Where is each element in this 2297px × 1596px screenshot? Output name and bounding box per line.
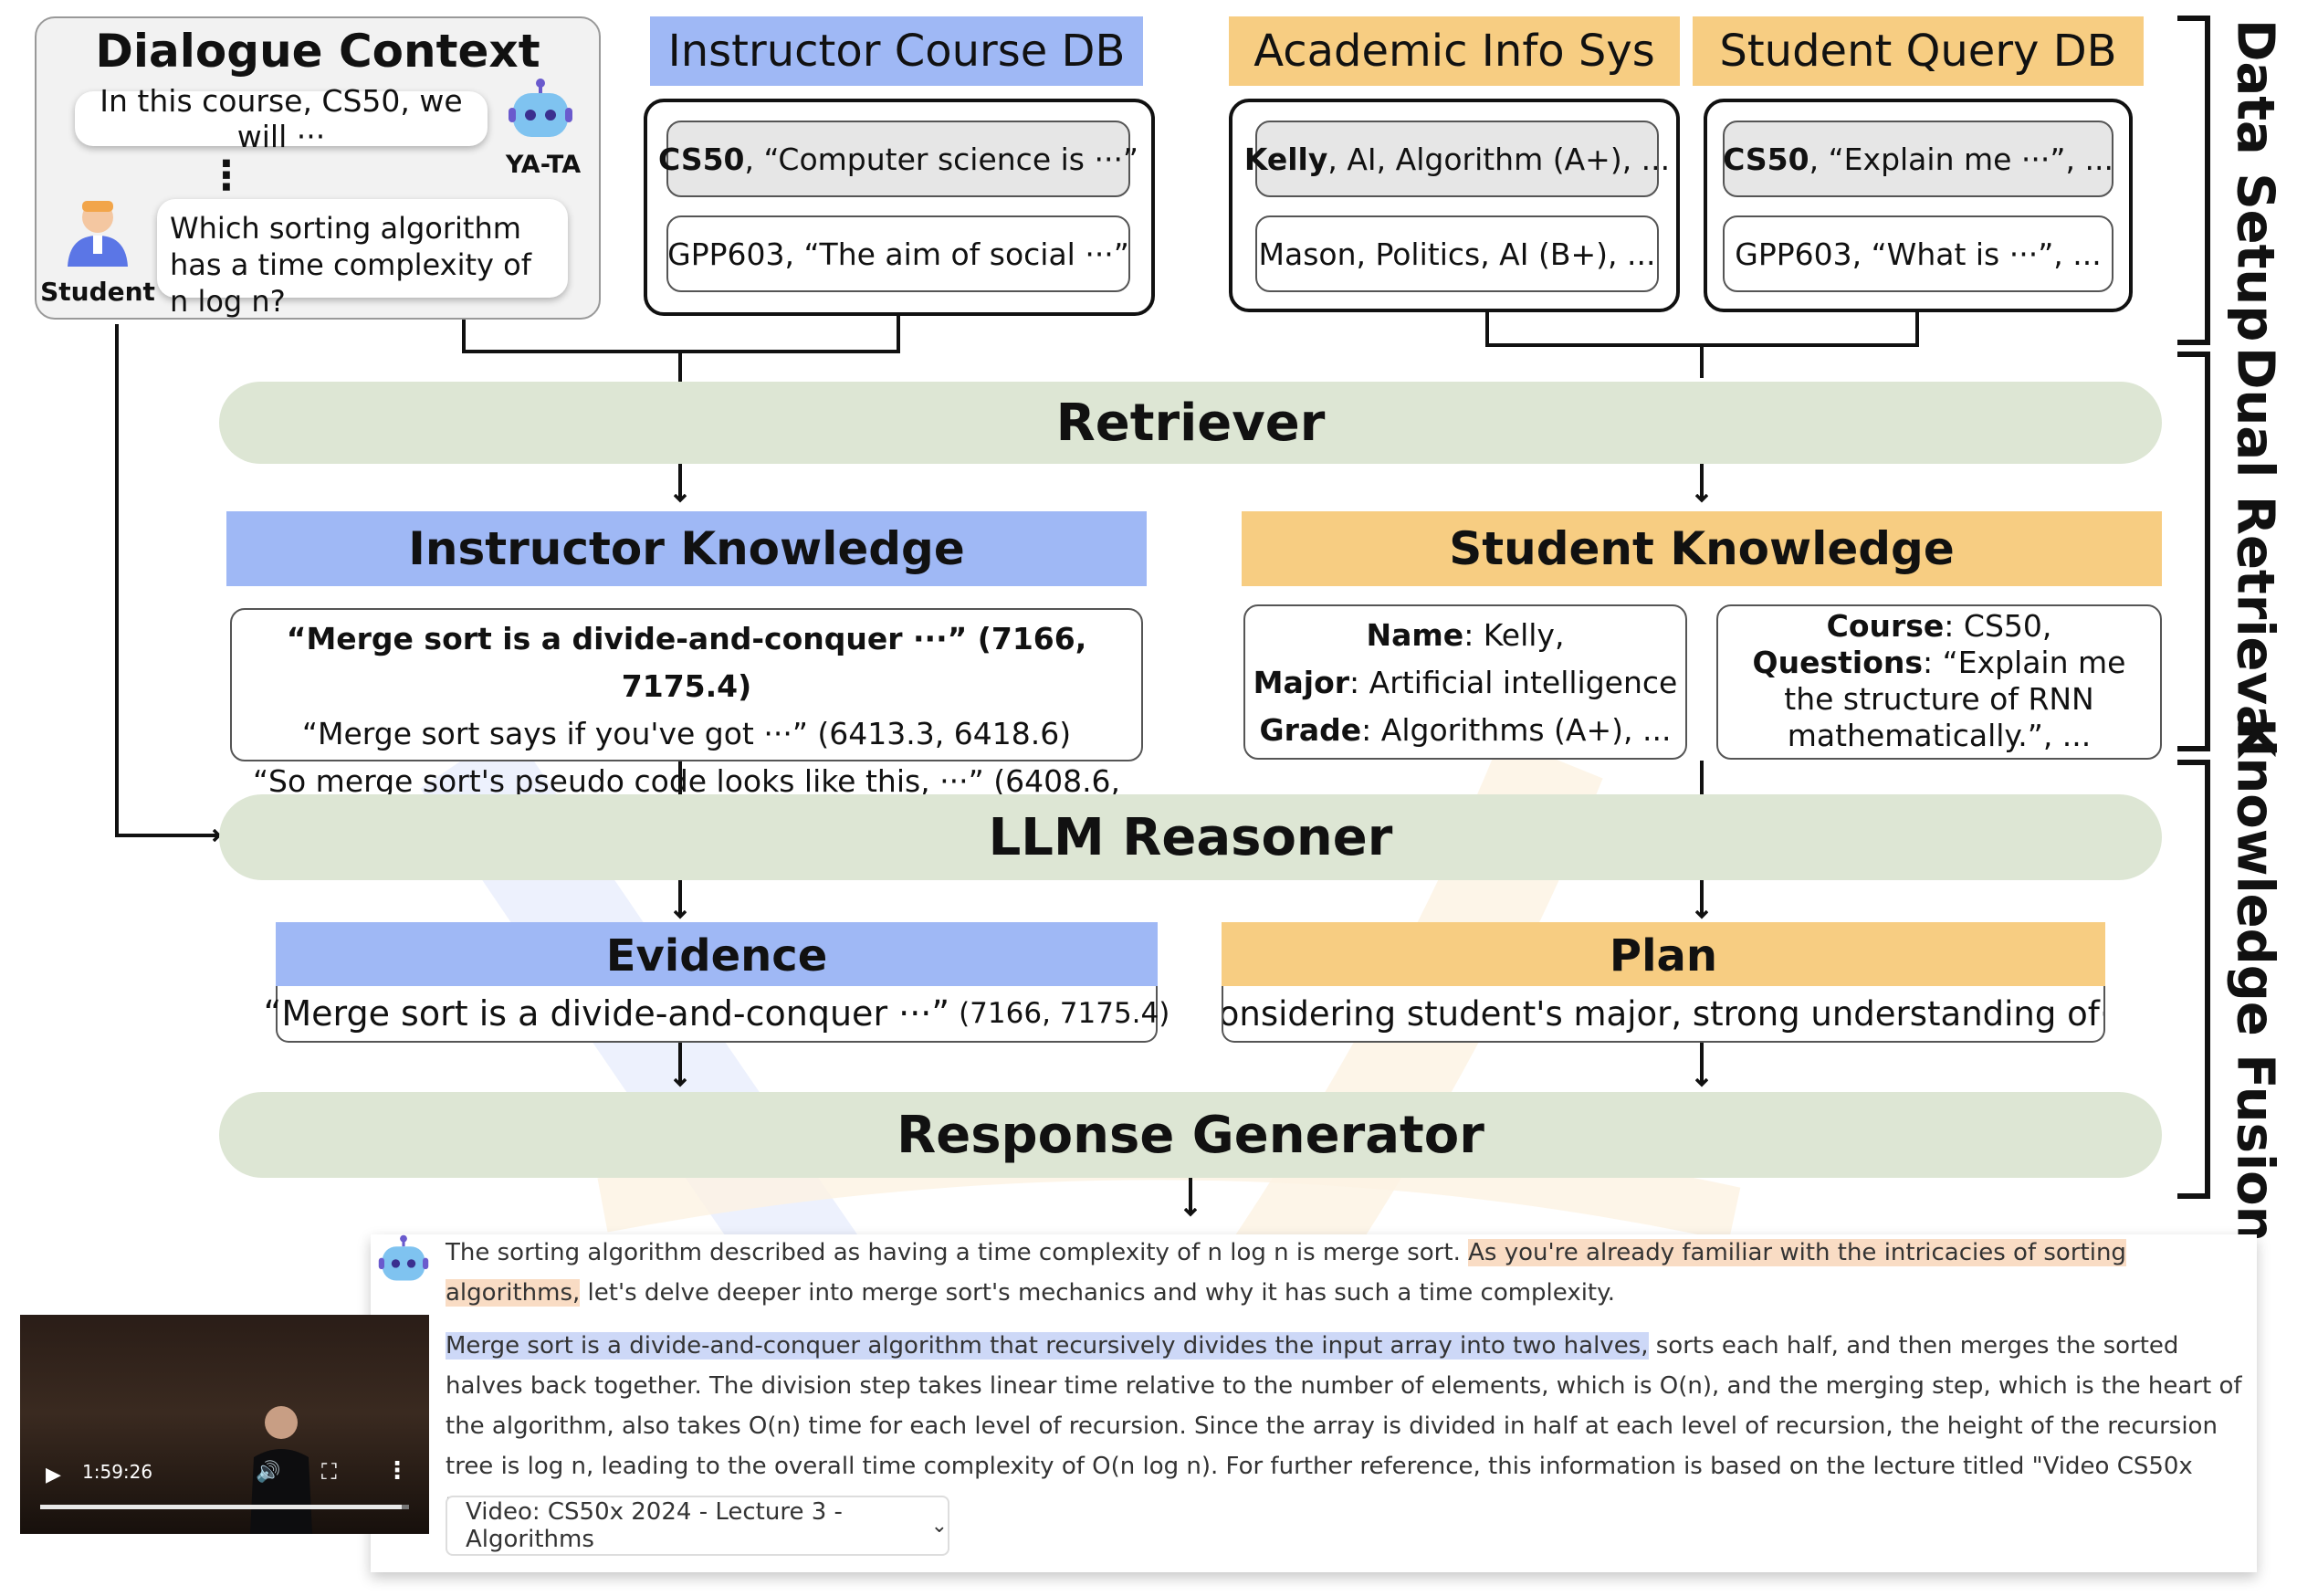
dual-retrieval-label: Dual Retrieval [2218, 347, 2292, 757]
response-paragraph-1: The sorting algorithm described as havin… [446, 1233, 2244, 1313]
academic-db-item-kelly-bold: Kelly [1243, 141, 1328, 177]
response-p1-text-a: The sorting algorithm described as havin… [446, 1239, 1469, 1266]
instructor-db-item-cs50-text: , “Computer science is ···” [744, 141, 1139, 177]
response-p2-highlight: Merge sort is a divide-and-conquer algor… [446, 1332, 1649, 1360]
data-setup-label: Data Setup [2218, 18, 2292, 343]
student-major-label: Major [1253, 665, 1350, 700]
student-grade-value: : Algorithms (A+), ... [1361, 712, 1672, 748]
knowledge-fusion-label-text: Knowledge Fusion [2225, 717, 2285, 1243]
play-icon[interactable]: ▶ [46, 1464, 61, 1486]
response-generator-stage: Response Generator [219, 1092, 2162, 1178]
dialogue-context-title: Dialogue Context [95, 25, 540, 78]
evidence-ref: (7166, 7175.4) [959, 997, 1170, 1030]
academic-db-item-kelly: Kelly , AI, Algorithm (A+), ... [1244, 121, 1670, 197]
video-time: 1:59:26 [82, 1461, 153, 1483]
academic-db-item-mason: Mason, Politics, AI (B+), ... [1255, 215, 1659, 292]
academic-db-item-kelly-text: , AI, Algorithm (A+), ... [1327, 141, 1671, 177]
more-options-icon[interactable]: ⋮ [385, 1457, 409, 1485]
retriever-stage: Retriever [219, 382, 2162, 464]
student-grade-label: Grade [1259, 712, 1362, 748]
response-p2-text: sorts each half, and then merges the sor… [446, 1332, 2242, 1520]
student-label: Student [40, 276, 155, 307]
robot-avatar-icon [508, 79, 573, 142]
instructor-knowledge-box: “Merge sort is a divide-and-conquer ···”… [230, 608, 1143, 846]
student-course-label: Course [1826, 608, 1945, 644]
instructor-knowledge-line-1: “Merge sort is a divide-and-conquer ···”… [286, 621, 1087, 704]
video-select-dropdown[interactable]: Video: CS50x 2024 - Lecture 3 - Algorith… [446, 1496, 949, 1556]
instructor-course-db-header: Instructor Course DB [650, 16, 1143, 86]
instructor-db-item-gpp603: GPP603, “The aim of social ···” [666, 215, 1130, 292]
knowledge-fusion-label: Knowledge Fusion [2218, 718, 2292, 1243]
student-major-value: : Artificial intelligence [1349, 665, 1678, 700]
video-frame-stage [20, 1315, 429, 1534]
ta-label: YA-TA [505, 150, 582, 179]
response-p1-text-b: let's delve deeper into merge sort's mec… [580, 1279, 1616, 1307]
student-major-row: Major: Artificial intelligence [1251, 659, 1680, 707]
student-name-value: : Kelly, [1463, 617, 1565, 653]
student-questions-value: : “Explain me the structure of RNN mathe… [1784, 645, 2126, 753]
plan-header: Plan [1222, 922, 2105, 990]
instructor-db-item-cs50: CS50 , “Computer science is ···” [658, 121, 1138, 197]
ta-message-bubble: In this course, CS50, we will ··· [75, 83, 488, 154]
student-grade-row: Grade: Algorithms (A+), ... [1251, 707, 1680, 754]
ellipsis-dots: ⋮ [206, 152, 246, 199]
response-robot-icon [378, 1234, 429, 1286]
llm-reasoner-stage: LLM Reasoner [219, 794, 2162, 880]
instructor-knowledge-line-2: “Merge sort says if you've got ···” (641… [301, 716, 1072, 751]
student-name-label: Name [1366, 617, 1464, 653]
chevron-down-icon: ⌄ [930, 1514, 948, 1538]
student-profile-box: Name: Kelly, Major: Artificial intellige… [1243, 604, 1687, 760]
evidence-header: Evidence [276, 922, 1158, 990]
student-name-row: Name: Kelly, [1251, 612, 1680, 659]
plan-box: Considering student's major, strong unde… [1222, 986, 2105, 1043]
data-setup-label-text: Data Setup [2225, 19, 2285, 342]
lecturer-figure [248, 1399, 312, 1534]
student-db-item-cs50-text: , “Explain me ···”, ... [1809, 141, 2113, 177]
student-db-item-cs50-bold: CS50 [1723, 141, 1809, 177]
video-player[interactable]: ▶ 1:59:26 🔊 ⛶ ⋮ [20, 1315, 429, 1534]
evidence-quote: “Merge sort is a divide-and-conquer ···” [263, 993, 950, 1034]
student-knowledge-header: Student Knowledge [1242, 511, 2162, 586]
evidence-box: “Merge sort is a divide-and-conquer ···”… [264, 986, 1169, 1043]
fullscreen-icon[interactable]: ⛶ [321, 1459, 337, 1485]
academic-info-sys-header: Academic Info Sys [1229, 16, 1680, 86]
instructor-db-item-cs50-bold: CS50 [657, 141, 745, 177]
video-select-value: Video: CS50x 2024 - Lecture 3 - Algorith… [466, 1498, 843, 1553]
student-message-bubble: Which sorting algorithm has a time compl… [157, 199, 568, 319]
student-avatar-icon [62, 195, 133, 267]
instructor-knowledge-header: Instructor Knowledge [226, 511, 1147, 586]
student-db-item-gpp603: GPP603, “What is ···”, ... [1723, 215, 2113, 292]
dual-retrieval-label-text: Dual Retrieval [2225, 346, 2285, 757]
volume-icon[interactable]: 🔊 [256, 1461, 281, 1484]
student-db-item-cs50: CS50 , “Explain me ···”, ... [1723, 121, 2113, 197]
video-progress-fill [40, 1505, 402, 1509]
video-progress-track[interactable] [40, 1505, 409, 1509]
student-questions-label: Questions [1752, 645, 1923, 680]
student-query-history-box: Course: CS50, Questions: “Explain me the… [1716, 604, 2162, 760]
student-query-db-header: Student Query DB [1693, 16, 2144, 86]
student-course-value: : CS50, [1944, 608, 2052, 644]
